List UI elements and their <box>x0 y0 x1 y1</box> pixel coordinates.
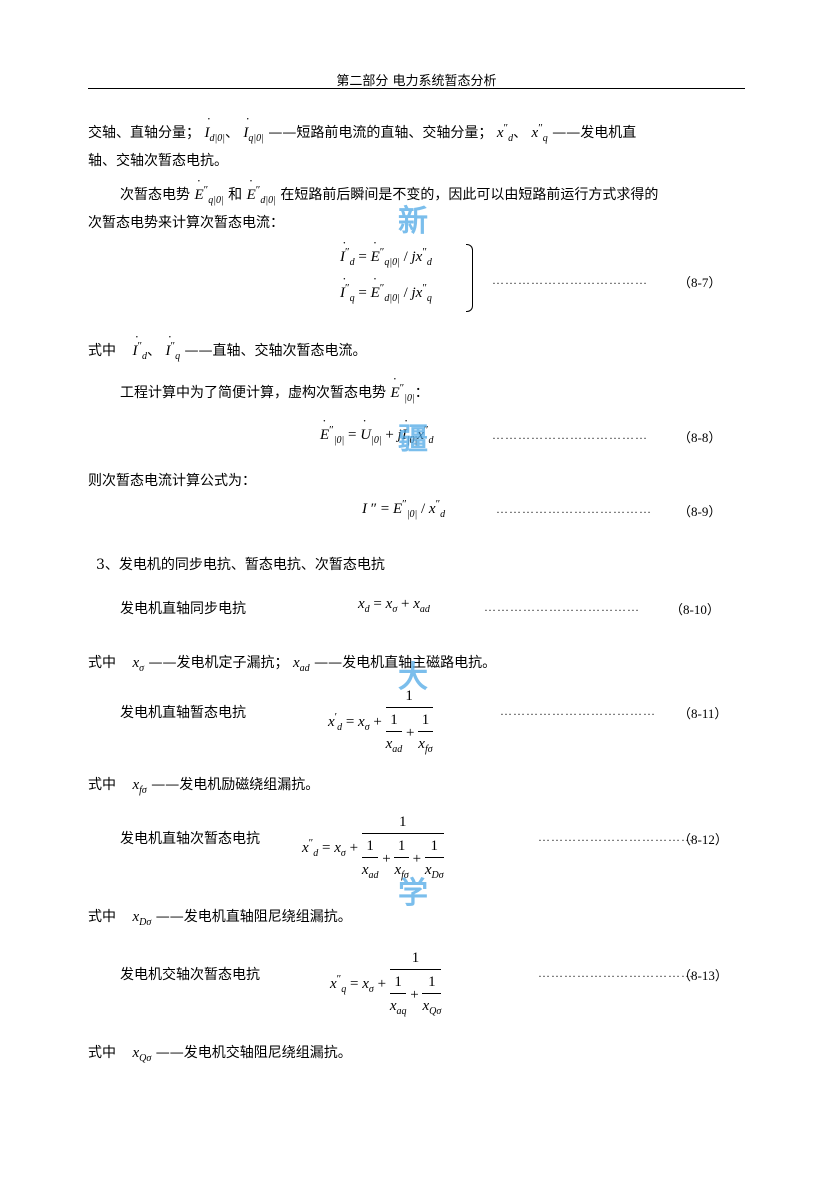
text: 发电机定子漏抗； <box>176 655 289 671</box>
watermark-char: 新 <box>398 204 428 239</box>
leader-dots: ……………………………… <box>492 273 648 287</box>
dash: —— <box>552 125 581 141</box>
text: 式中 <box>88 343 116 359</box>
formula-iq0: Iq|0| <box>243 116 264 144</box>
text: 发电机交轴阻尼绕组漏抗。 <box>183 1045 352 1061</box>
where-line-4: 式中 xDσ ——发电机直轴阻尼绕组漏抗。 <box>88 906 352 928</box>
formula-xqsigma: xQσ <box>132 1045 152 1064</box>
formula-id2: I″d <box>132 334 147 362</box>
equation-label: 发电机交轴次暂态电抗 <box>120 967 260 983</box>
leader-dots: ……………………………… <box>496 502 652 516</box>
equation-number: （8-10） <box>670 602 720 617</box>
where-line-1: 式中 I″d、 I″q ——直轴、交轴次暂态电流。 <box>88 334 367 362</box>
page-header: 第二部分 电力系统暂态分析 <box>336 74 497 89</box>
text: 式中 <box>88 777 116 793</box>
formula-e0: E″|0| <box>390 376 414 404</box>
equation-number: （8-13） <box>678 968 728 983</box>
equation-number: （8-11） <box>678 706 728 721</box>
text: 式中 <box>88 909 116 925</box>
dash: —— <box>268 125 297 141</box>
dash: —— <box>155 909 184 925</box>
formula-xdsigma: xDσ <box>132 909 152 928</box>
text: 在短路前后瞬间是不变的，因此可以由短路前运行方式求得的 <box>280 187 659 203</box>
leader-dots: ……………………………… <box>500 704 656 718</box>
text: 式中 <box>88 655 116 671</box>
header-rule <box>88 88 745 89</box>
text: 、 <box>513 125 528 141</box>
text: 发电机直轴主磁路电抗。 <box>342 655 497 671</box>
text: 工程计算中为了简便计算，虚构次暂态电势 <box>120 385 386 401</box>
equation-label: 发电机直轴暂态电抗 <box>120 705 246 721</box>
where-line-3: 式中 xfσ ——发电机励磁绕组漏抗。 <box>88 774 319 796</box>
text: 发电机励磁绕组漏抗。 <box>179 777 320 793</box>
text: 交轴、直轴分量； <box>88 125 200 141</box>
watermark-char: 大 <box>398 660 428 695</box>
equation-number: （8-9） <box>678 504 722 519</box>
leader-dots: ……………………………… <box>492 428 648 442</box>
paragraph-2-line-2: 次暂态电势来计算次暂态电流： <box>88 215 284 231</box>
dash: —— <box>148 655 177 671</box>
paragraph-2-line-1: 次暂态电势 E″q|0| 和 E″d|0| 在短路前后瞬间是不变的，因此可以由短… <box>120 178 659 206</box>
formula-xfsigma: xfσ <box>132 777 147 796</box>
where-line-2: 式中 xσ ——发电机定子漏抗； xad ——发电机直轴主磁路电抗。 <box>88 652 496 674</box>
text: 和 <box>228 187 243 203</box>
formula-ed0: E″d|0| <box>247 178 276 206</box>
formula-eq0: E″q|0| <box>194 178 223 206</box>
text: 、 <box>147 343 162 359</box>
equation-8-9: I ″ = E″|0| / x″d <box>362 498 446 520</box>
text: 发电机直 <box>580 125 637 141</box>
text: 、 <box>224 125 239 141</box>
text: 次暂态电势 <box>120 187 190 203</box>
equation-number: （8-12） <box>678 832 728 847</box>
leader-dots: ……………………………… <box>538 830 694 844</box>
formula-xd2: x″d <box>496 122 514 144</box>
text: 发电机直轴阻尼绕组漏抗。 <box>183 909 352 925</box>
equation-label: 发电机直轴次暂态电抗 <box>120 831 260 847</box>
where-line-5: 式中 xQσ ——发电机交轴阻尼绕组漏抗。 <box>88 1042 352 1064</box>
equation-8-10: xd = xσ + xad <box>358 596 430 615</box>
text: 短路前电流的直轴、交轴分量； <box>296 125 493 141</box>
equation-8-7-row-1: I″d = E″q|0| / jx″d <box>340 240 432 268</box>
watermark-char: 疆 <box>398 422 428 457</box>
text: ： <box>414 385 429 401</box>
equation-8-7-row-2: I″q = E″d|0| / jx″q <box>340 276 432 304</box>
dash: —— <box>151 777 180 793</box>
formula-xq2: x″q <box>531 122 548 144</box>
formula-xsigma: xσ <box>132 655 145 674</box>
watermark-char: 学 <box>398 876 428 911</box>
text: 直轴、交轴次暂态电流。 <box>212 343 367 359</box>
formula-id0: Id|0| <box>204 116 225 144</box>
text: 式中 <box>88 1045 116 1061</box>
section-3-title: 3、发电机的同步电抗、暂态电抗、次暂态电抗 <box>96 557 385 573</box>
formula-iq2: I″q <box>166 334 181 362</box>
dash: —— <box>184 343 213 359</box>
equation-8-8: E″|0| = U|0| + jI|0|x″d <box>320 418 433 446</box>
equation-label: 发电机直轴同步电抗 <box>120 601 246 617</box>
equation-number: （8-8） <box>678 430 722 445</box>
leader-dots: ……………………………… <box>538 966 694 980</box>
equation-number: （8-7） <box>678 275 722 290</box>
leader-dots: ……………………………… <box>484 600 640 614</box>
formula-xad: xad <box>292 655 310 674</box>
equation-brace <box>466 244 473 312</box>
dash: —— <box>314 655 343 671</box>
paragraph-1-line-2: 轴、交轴次暂态电抗。 <box>88 153 228 169</box>
paragraph-1-line-1: 交轴、直轴分量； Id|0|、 Iq|0| ——短路前电流的直轴、交轴分量； x… <box>88 116 637 144</box>
paragraph-3: 工程计算中为了简便计算，虚构次暂态电势 E″|0|： <box>120 376 429 404</box>
paragraph-4: 则次暂态电流计算公式为： <box>88 473 256 489</box>
dash: —— <box>155 1045 184 1061</box>
